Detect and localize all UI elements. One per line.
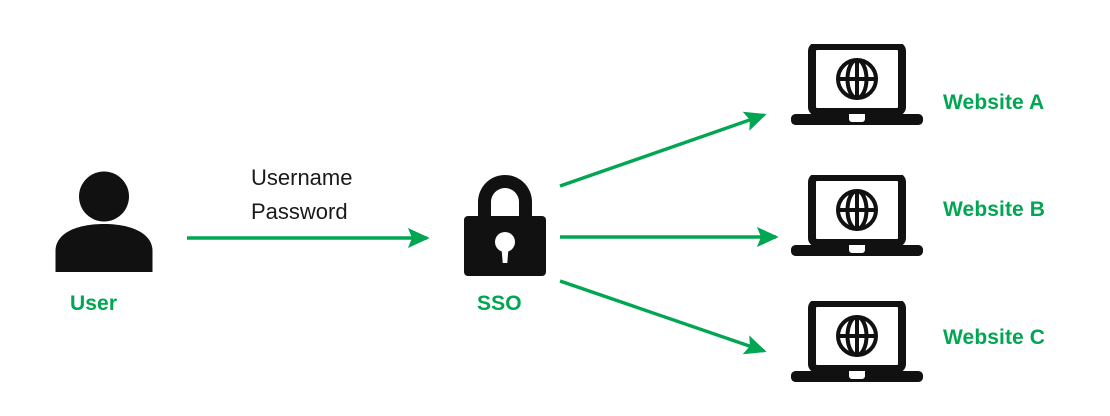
website-b-label: Website B — [943, 198, 1046, 221]
sso-to-website-a-arrow — [559, 111, 767, 188]
sso-to-website-c-arrow — [559, 279, 767, 355]
user-label: User — [70, 292, 118, 315]
laptop-globe-icon — [791, 299, 923, 382]
user-node — [48, 165, 160, 277]
website-a-label: Website A — [943, 91, 1045, 114]
credentials-username-text: Username — [251, 165, 353, 190]
website-b-node — [789, 173, 925, 259]
user-icon — [55, 171, 153, 272]
sso-node — [458, 170, 552, 280]
lock-icon — [464, 175, 546, 276]
website-c-node — [789, 299, 925, 385]
sso-label: SSO — [477, 292, 522, 315]
laptop-globe-icon — [791, 42, 923, 125]
website-c-label: Website C — [943, 326, 1046, 349]
website-a-node — [789, 42, 925, 128]
laptop-globe-icon — [791, 173, 923, 256]
credentials-password-text: Password — [251, 199, 348, 224]
